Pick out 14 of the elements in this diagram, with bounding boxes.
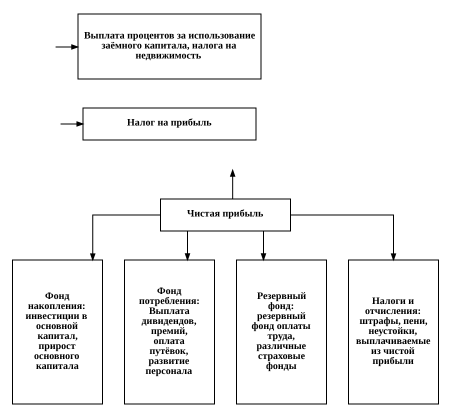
arrow — [260, 230, 266, 261]
arrow — [60, 120, 84, 126]
node-box: Фонд потребления: Выплата дивидендов, премий, оплата путёвок, развитие персонала — [124, 259, 215, 404]
arrow — [184, 230, 190, 261]
node-box: Фонд накопления: инвестиции в основной капитал, прирост основного капитала — [12, 259, 103, 404]
node-box: Чистая прибыль — [160, 198, 291, 231]
arrow — [290, 214, 396, 261]
node-box: Резервный фонд: резервный фонд оплаты труда, различные страховые фонды — [236, 259, 327, 404]
node-box: Налог на прибыль — [82, 107, 256, 140]
node-box: Выплата процентов за использование заёмного капитала, налога на недвижимость — [78, 13, 262, 79]
arrow — [230, 168, 236, 199]
arrow — [90, 214, 161, 261]
arrow — [55, 44, 80, 50]
node-box: Налоги и отчисления: штрафы, пени, неустойки, выплачиваемые из чистой прибыли — [348, 259, 439, 404]
